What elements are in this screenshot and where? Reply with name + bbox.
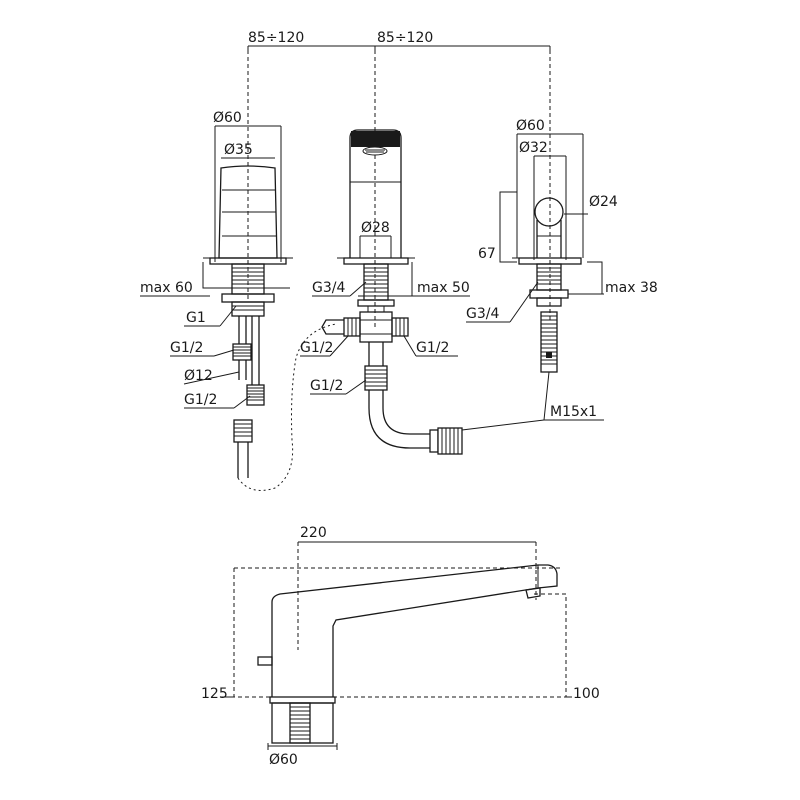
side-view-spout: 220 125 100 Ø60 bbox=[201, 525, 600, 768]
right-height: 67 bbox=[478, 246, 496, 262]
base-diameter: Ø60 bbox=[269, 752, 298, 768]
left-handle-assembly: Ø60 Ø35 bbox=[140, 110, 337, 491]
left-max-thickness: max 60 bbox=[140, 280, 193, 296]
right-inner-diameter: Ø32 bbox=[519, 140, 548, 156]
right-max-thickness: max 38 bbox=[605, 280, 658, 296]
right-knob-diameter: Ø24 bbox=[589, 194, 618, 210]
left-thread-hose: G1/2 bbox=[170, 340, 203, 356]
left-outer-diameter: Ø60 bbox=[213, 110, 242, 126]
tee-bottom-thread: G1/2 bbox=[310, 378, 343, 394]
side-height-right: 100 bbox=[573, 686, 600, 702]
reach-label: 220 bbox=[300, 525, 327, 541]
right-outer-diameter: Ø60 bbox=[516, 118, 545, 134]
spacing-right-label: 85÷120 bbox=[377, 30, 433, 46]
spout-assembly: Ø28 bbox=[300, 129, 470, 455]
spout-thread-main: G3/4 bbox=[312, 280, 345, 296]
spacing-left-label: 85÷120 bbox=[248, 30, 304, 46]
spout-max-thickness: max 50 bbox=[417, 280, 470, 296]
left-thread-hose-end: G1/2 bbox=[184, 392, 217, 408]
left-thread-main: G1 bbox=[186, 310, 206, 326]
side-height-left: 125 bbox=[201, 686, 228, 702]
right-handle-assembly: Ø60 Ø32 67 Ø24 max 38 G3/4 M15x1 bbox=[461, 118, 658, 431]
spout-diameter: Ø28 bbox=[361, 220, 390, 236]
spacing-dimension: 85÷120 85÷120 bbox=[247, 30, 551, 330]
right-thread-main: G3/4 bbox=[466, 306, 499, 322]
right-rod-thread: M15x1 bbox=[550, 404, 597, 420]
left-hose-diameter: Ø12 bbox=[184, 368, 213, 384]
tee-right-thread: G1/2 bbox=[416, 340, 449, 356]
left-inner-diameter: Ø35 bbox=[224, 142, 253, 158]
tee-left-thread: G1/2 bbox=[300, 340, 333, 356]
